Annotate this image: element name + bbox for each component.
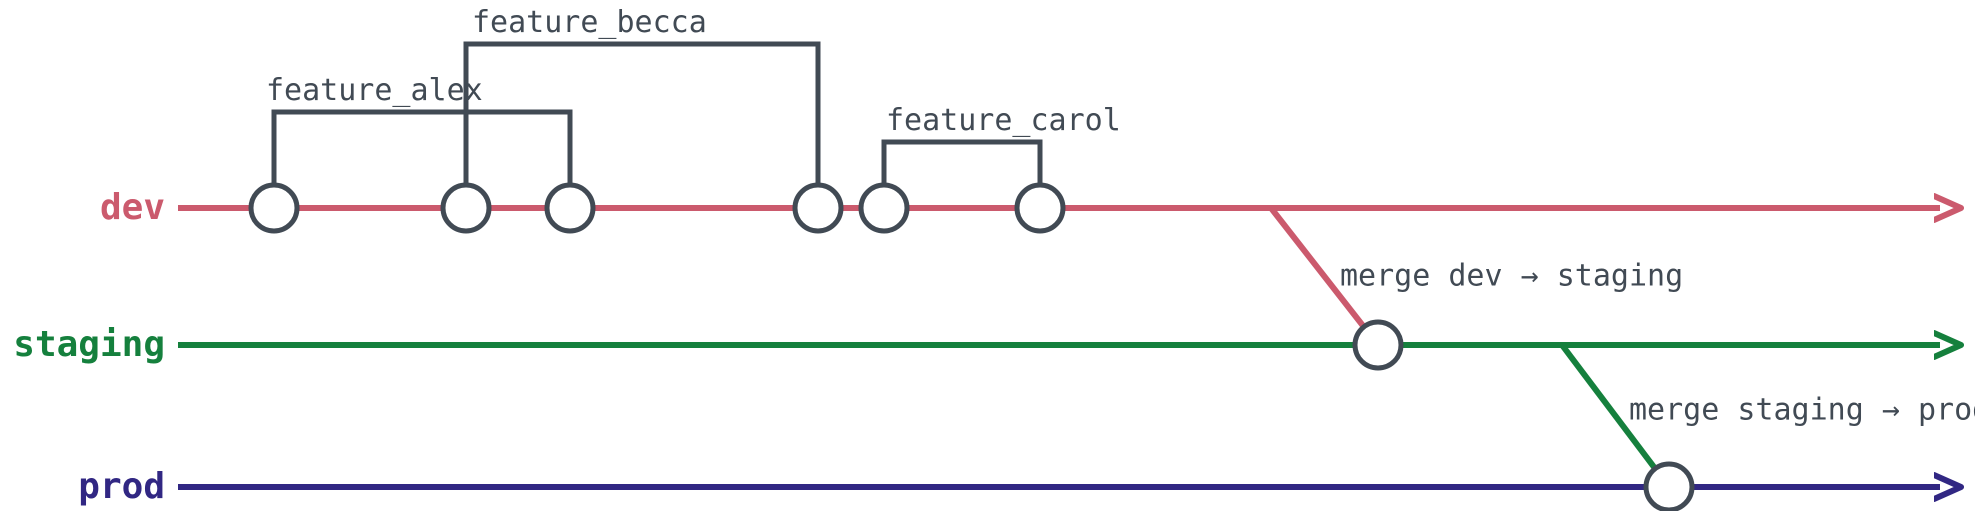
commit-node[interactable] <box>1014 182 1066 234</box>
branch-label-staging: staging <box>13 324 165 365</box>
commit-node[interactable] <box>544 182 596 234</box>
feature-label-carol: feature_carol <box>886 103 1121 138</box>
commit-nodes[interactable] <box>248 182 1695 511</box>
merge-connectors <box>1268 206 1672 489</box>
merge-line-dev-to-staging <box>1268 206 1381 347</box>
commit-node[interactable] <box>792 182 844 234</box>
merge-commit-node-staging[interactable] <box>1352 319 1404 371</box>
merge-label-dev-staging: merge dev → staging <box>1340 259 1683 294</box>
feature-bracket-carol <box>881 139 1043 208</box>
branch-labels: dev staging prod <box>13 187 165 507</box>
feature-bracket-alex <box>271 109 573 208</box>
merge-labels: merge dev → staging merge staging → prod <box>1340 259 1975 428</box>
branch-label-dev: dev <box>100 187 165 228</box>
feature-label-becca: feature_becca <box>472 5 707 40</box>
feature-bracket-becca <box>463 41 821 208</box>
commit-node[interactable] <box>440 182 492 234</box>
merge-commit-node-prod[interactable] <box>1643 461 1695 511</box>
commit-node[interactable] <box>858 182 910 234</box>
merge-line-staging-to-prod <box>1559 343 1672 489</box>
merge-label-staging-prod: merge staging → prod <box>1629 393 1975 428</box>
feature-labels: feature_alex feature_becca feature_carol <box>266 5 1121 138</box>
feature-brackets <box>271 41 1043 208</box>
branch-lanes <box>178 208 1940 487</box>
commit-node[interactable] <box>248 182 300 234</box>
feature-label-alex: feature_alex <box>266 73 483 108</box>
branch-label-prod: prod <box>78 466 165 507</box>
